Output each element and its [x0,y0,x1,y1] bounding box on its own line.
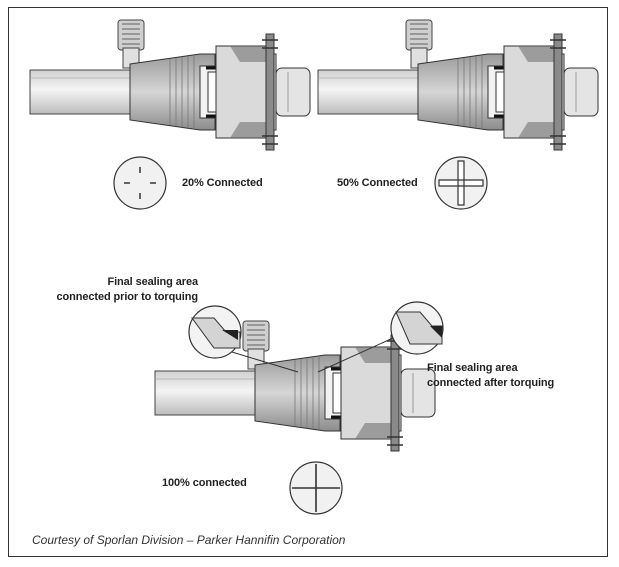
gauge-100-percent [289,461,343,515]
label-50-percent: 50% Connected [337,177,418,189]
label-20-percent: 20% Connected [182,177,263,189]
gauge-50-percent [434,156,488,210]
left-callout-line-2: connected prior to torquing [56,291,198,303]
figure-caption: Courtesy of Sporlan Division – Parker Ha… [32,533,346,547]
coupling-50-percent [316,18,600,152]
coupling-20-percent [28,18,312,152]
left-callout-line-1: Final sealing area [107,276,198,288]
detail-callout-left [188,305,299,373]
right-callout-line-2: connected after torquing [427,377,555,389]
right-callout-line-1: Final sealing area [427,362,518,374]
gauge-20-percent [113,156,167,210]
label-100-percent: 100% connected [162,477,247,489]
detail-callout-right [317,301,444,373]
